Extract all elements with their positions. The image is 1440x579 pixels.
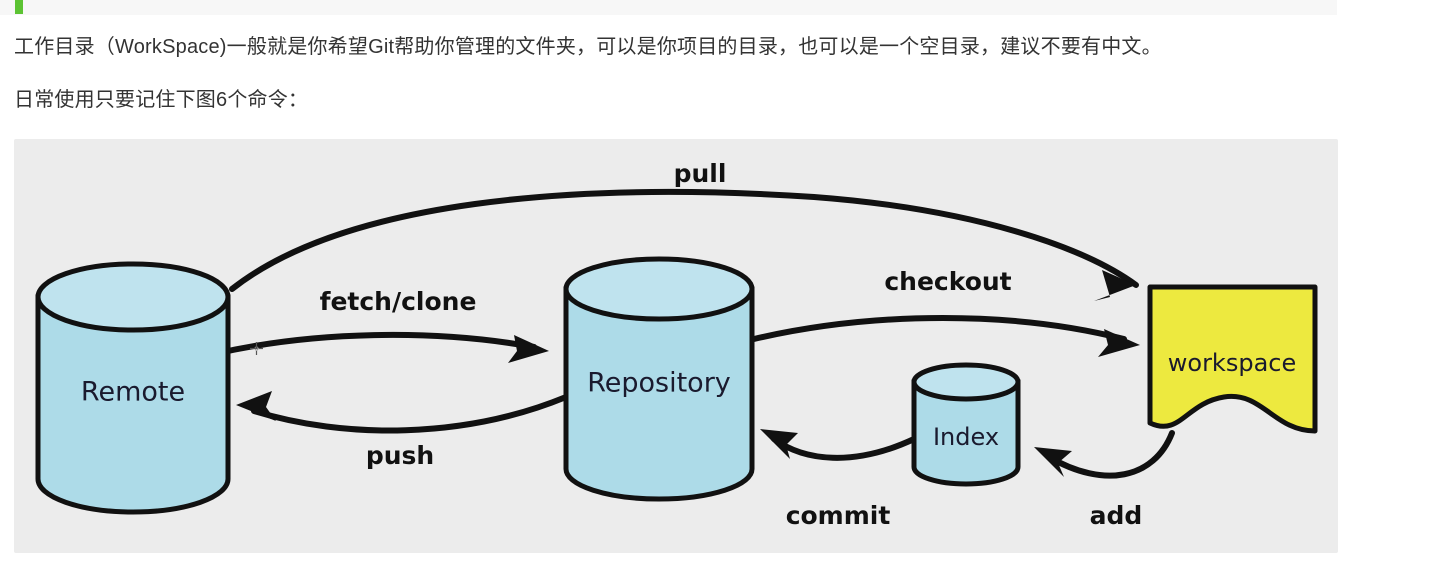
edge-fetch-clone (211, 331, 549, 363)
edge-label-push: push (366, 441, 434, 470)
edge-push (236, 391, 569, 434)
node-label-remote: Remote (81, 377, 185, 408)
edge-pull (229, 188, 1139, 301)
paragraph-six-commands: 日常使用只要记住下图6个命令： (14, 89, 309, 111)
node-label-index: Index (933, 423, 999, 451)
edge-label-pull: pull (674, 159, 727, 188)
arrow-head-checkout (1098, 329, 1140, 357)
node-label-repository: Repository (587, 368, 731, 399)
paragraph-workspace-description: 工作目录（WorkSpace)一般就是你希望Git帮助你管理的文件夹，可以是你项… (14, 36, 1162, 58)
git-workflow-diagram: Remote Repository Index workspace pull f… (14, 139, 1338, 553)
edge-add (1034, 430, 1175, 479)
green-marker-bar (15, 0, 23, 14)
arrow-head-commit (760, 429, 798, 459)
arrow-head-push (236, 391, 276, 421)
edge-label-fetch-clone: fetch/clone (320, 287, 477, 316)
node-index: Index (911, 362, 1021, 487)
arrow-head-fetch-clone (508, 335, 549, 363)
node-remote: Remote (35, 261, 231, 515)
edge-commit (760, 429, 917, 461)
arrow-head-add (1034, 447, 1072, 477)
top-accent-band (0, 0, 1337, 15)
node-workspace: workspace (1147, 284, 1318, 434)
arrow-head-pull (1094, 270, 1136, 301)
edge-label-add: add (1090, 501, 1143, 530)
node-repository: Repository (563, 256, 755, 502)
edge-checkout (751, 315, 1140, 357)
article-body: 工作目录（WorkSpace)一般就是你希望Git帮助你管理的文件夹，可以是你项… (0, 15, 1440, 114)
node-label-workspace: workspace (1168, 349, 1296, 377)
edge-label-checkout: checkout (884, 267, 1011, 296)
edge-label-commit: commit (786, 501, 891, 530)
